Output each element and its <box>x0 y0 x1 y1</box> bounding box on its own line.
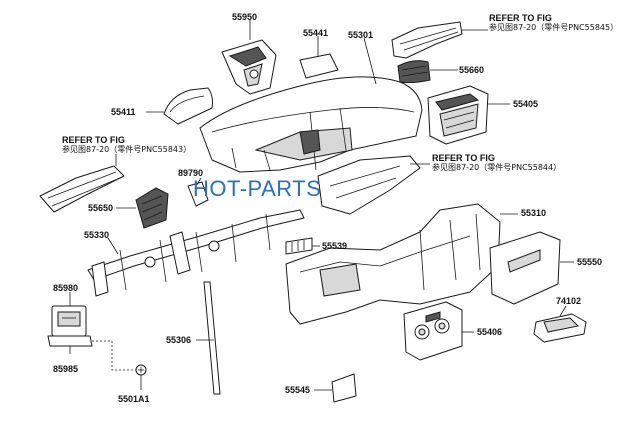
ref-body: 参见图87-20（零件号PNC55843） <box>62 145 192 154</box>
ref-heading: REFER TO FIG <box>432 153 495 163</box>
label-55405: 55405 <box>513 99 539 109</box>
label-55306: 55306 <box>166 335 192 345</box>
part-55405-center-bezel <box>427 85 489 145</box>
label-55301: 55301 <box>348 30 374 40</box>
part-55545-cover <box>331 373 357 403</box>
label-55411: 55411 <box>111 107 136 117</box>
label-55310: 55310 <box>521 208 547 218</box>
label-55950: 55950 <box>232 12 258 22</box>
ref-body: 参见图87-20（零件号PNC55844） <box>432 163 562 172</box>
part-55950-vent-bezel <box>221 39 277 95</box>
part-55539-strip <box>285 237 313 255</box>
part-85985-bracket <box>47 335 93 347</box>
part-55660-side-vent <box>397 60 431 84</box>
part-55310-lower-panel <box>285 203 501 325</box>
part-55650-left-vent <box>135 187 169 229</box>
part-55411-cluster-hood <box>163 87 213 125</box>
part-55330-crossbeam <box>87 209 305 297</box>
duct-ref-55845 <box>391 21 463 59</box>
part-55306-support-rod <box>203 281 221 395</box>
ref-note-55845: REFER TO FIG 参见图87-20（零件号PNC55845） <box>489 13 618 33</box>
part-74102-tray <box>533 313 587 343</box>
label-5501A1: 5501A1 <box>118 394 150 404</box>
leader-lines <box>69 20 574 391</box>
label-85985: 85985 <box>53 364 79 374</box>
label-89790: 89790 <box>178 168 204 178</box>
label-55406: 55406 <box>477 327 503 337</box>
ref-note-55843: REFER TO FIG 参见图87-20（零件号PNC55843） <box>62 135 191 155</box>
part-55441-cover <box>299 53 339 79</box>
label-85980: 85980 <box>53 283 79 293</box>
ref-heading: REFER TO FIG <box>62 135 125 145</box>
label-55650: 55650 <box>88 203 114 213</box>
label-55330: 55330 <box>84 230 110 240</box>
label-55545: 55545 <box>285 385 311 395</box>
duct-ref-55844 <box>317 155 421 215</box>
part-55406-control-panel <box>403 301 463 361</box>
ref-heading: REFER TO FIG <box>489 13 552 23</box>
label-55441: 55441 <box>303 28 329 38</box>
ref-note-55844: REFER TO FIG 参见图87-20（零件号PNC55844） <box>432 153 561 173</box>
duct-ref-55843 <box>39 165 125 213</box>
label-55550: 55550 <box>577 257 603 267</box>
label-55660: 55660 <box>459 65 485 75</box>
label-74102: 74102 <box>556 296 582 306</box>
ref-body: 参见图87-20（零件号PNC55845） <box>489 23 619 32</box>
watermark-text: HOT-PARTS <box>193 176 322 201</box>
label-55539: 55539 <box>322 241 348 251</box>
part-55550-glovebox <box>489 231 561 305</box>
part-85980-module <box>51 305 87 337</box>
part-55301-dashboard <box>199 76 423 173</box>
part-5501A1-screw <box>92 340 147 376</box>
